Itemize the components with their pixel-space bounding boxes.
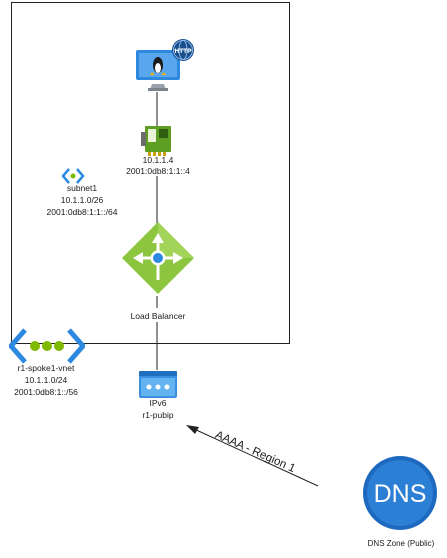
subnet-ipv6-label: 2001:0db8:1:1::/64: [46, 207, 118, 217]
load-balancer-label: Load Balancer: [130, 311, 186, 321]
vnet-ipv4-label: 10.1.1.0/24: [24, 375, 68, 385]
subnet-ipv4-label: 10.1.1.0/26: [60, 195, 104, 205]
network-interface-icon[interactable]: [141, 126, 175, 156]
dns-zone-label: DNS Zone (Public): [367, 539, 435, 548]
vnet-ipv6-label: 2001:0db8:1::/56: [14, 387, 78, 397]
public-ip-tag-label: IPv6: [149, 398, 167, 408]
dns-zone-icon[interactable]: DNS: [362, 455, 438, 531]
nic-ipv4-label: 10.1.1.4: [142, 155, 174, 165]
virtual-network-icon[interactable]: [8, 328, 86, 364]
dns-record-arrowhead: [186, 425, 199, 434]
subnet-icon[interactable]: [61, 167, 85, 185]
nic-ipv6-label: 2001:0db8:1:1::4: [126, 166, 190, 176]
public-ip-icon[interactable]: [139, 371, 177, 398]
dns-glyph: DNS: [374, 480, 427, 508]
subnet-name-label: subnet1: [66, 183, 98, 193]
load-balancer-icon[interactable]: [121, 221, 195, 295]
subnet-boundary-box: [11, 2, 290, 344]
http-badge: HTTP: [175, 48, 193, 55]
public-ip-name-label: r1-pubip: [142, 410, 174, 420]
vnet-name-label: r1-spoke1-vnet: [17, 363, 75, 373]
linux-vm-icon[interactable]: HTTP: [134, 38, 196, 92]
dns-record-arrow-line: [191, 427, 319, 487]
